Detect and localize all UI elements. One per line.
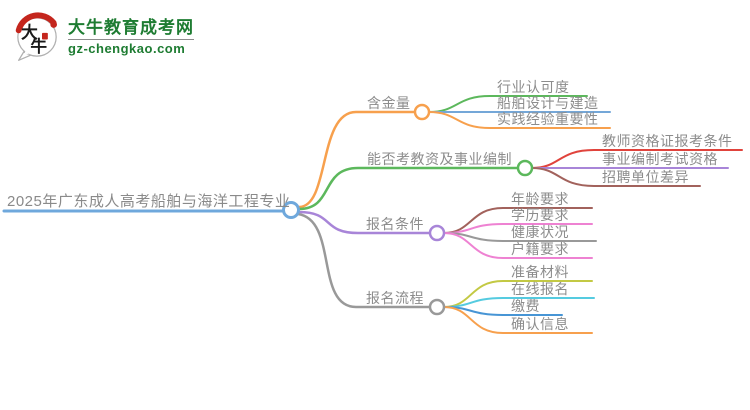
leaf-topic-chuanbo: 船舶设计与建造 <box>497 95 599 111</box>
leaf-line-zhaopin <box>531 167 701 187</box>
leaf-topic-zhaopin: 招聘单位差异 <box>602 169 689 185</box>
logo-char-bottom: 牛 <box>30 36 47 56</box>
leaf-topic-shijian: 实践经验重要性 <box>497 111 599 127</box>
leaf-line-huji <box>443 232 593 259</box>
logo-seal <box>42 32 48 40</box>
branch-topic-jiaozi: 能否考教资及事业编制 <box>367 151 512 167</box>
branch-line-baomingliucheng <box>296 212 432 309</box>
leaf-topic-shiyebianzhi: 事业编制考试资格 <box>602 151 718 167</box>
logo-bull-icon: 大 牛 <box>15 12 57 61</box>
branch-circle-baomingliucheng <box>428 298 446 316</box>
leaf-topic-huji: 户籍要求 <box>511 241 569 257</box>
leaf-topic-jiaofei: 缴费 <box>511 298 540 314</box>
leaf-topic-hangye: 行业认可度 <box>497 79 570 95</box>
leaf-line-queren <box>443 306 593 334</box>
root-topic: 2025年广东成人高考船舶与海洋工程专业 <box>7 193 291 210</box>
leaf-topic-zhunbei: 准备材料 <box>511 264 569 280</box>
logo-site-domain: gz-chengkao.com <box>68 41 186 56</box>
branch-circle-hanjinliang <box>413 103 431 121</box>
leaf-topic-jiankang: 健康状况 <box>511 224 569 240</box>
leaf-topic-jiaoshizige: 教师资格证报考条件 <box>602 133 733 149</box>
leaf-line-shijian <box>428 111 611 129</box>
logo-divider <box>68 39 194 40</box>
leaf-topic-zaixian: 在线报名 <box>511 281 569 297</box>
root-node-circle <box>282 201 300 219</box>
branch-topic-hanjinliang: 含金量 <box>367 95 411 111</box>
branch-circle-baomingtiaojian <box>428 224 446 242</box>
leaf-topic-nianling: 年龄要求 <box>511 191 569 207</box>
branch-circle-jiaozi <box>516 159 534 177</box>
leaf-topic-xueli: 学历要求 <box>511 207 569 223</box>
logo-site-name: 大牛教育成考网 <box>68 18 194 37</box>
branch-line-hanjinliang <box>297 110 417 209</box>
branch-topic-baomingliucheng: 报名流程 <box>366 290 424 306</box>
site-logo: 大 牛 大牛教育成考网 gz-chengkao.com <box>12 10 194 64</box>
leaf-topic-queren: 确认信息 <box>511 316 569 332</box>
branch-line-baomingtiaojian <box>297 210 432 235</box>
logo-char-top: 大 <box>21 22 38 42</box>
branch-line-jiaozi <box>297 166 520 211</box>
branch-topic-baomingtiaojian: 报名条件 <box>366 216 424 232</box>
